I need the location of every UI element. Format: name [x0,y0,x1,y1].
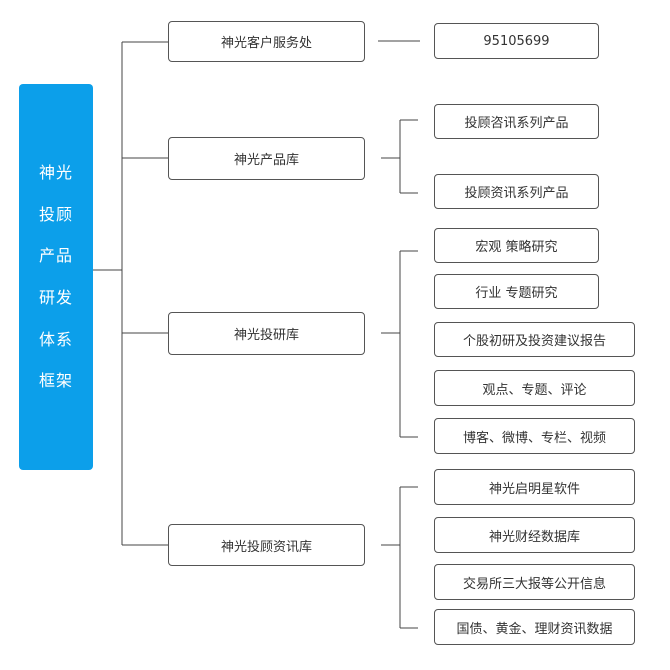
leaf-node-research-1: 宏观 策略研究 [434,228,599,263]
root-line-4: 研发 [38,288,73,307]
root-line-5: 体系 [38,329,73,349]
leaf-node-info-3: 交易所三大报等公开信息 [434,564,635,600]
leaf-node-phone: 95105699 [434,23,599,59]
root-node: 神光 投顾 产品 研发 体系 框架 [19,84,93,470]
root-line-3: 产品 [38,246,73,266]
branch-node-service: 神光客户服务处 [168,21,365,62]
branch-node-research-library: 神光投研库 [168,312,365,355]
root-line-2: 投顾 [38,204,73,224]
leaf-node-info-4: 国债、黄金、理财资讯数据 [434,609,635,645]
branch-node-info-library: 神光投顾资讯库 [168,524,365,566]
leaf-node-info-1: 神光启明星软件 [434,469,635,505]
leaf-node-research-5: 博客、微博、专栏、视频 [434,418,635,454]
leaf-node-research-2: 行业 专题研究 [434,274,599,309]
root-line-6: 框架 [38,371,73,391]
leaf-node-product-2: 投顾资讯系列产品 [434,174,599,209]
leaf-node-product-1: 投顾咨讯系列产品 [434,104,599,139]
root-line-1: 神光 [38,163,73,183]
leaf-node-research-3: 个股初研及投资建议报告 [434,322,635,357]
branch-node-product-library: 神光产品库 [168,137,365,180]
leaf-node-info-2: 神光财经数据库 [434,517,635,553]
leaf-node-research-4: 观点、专题、评论 [434,370,635,406]
